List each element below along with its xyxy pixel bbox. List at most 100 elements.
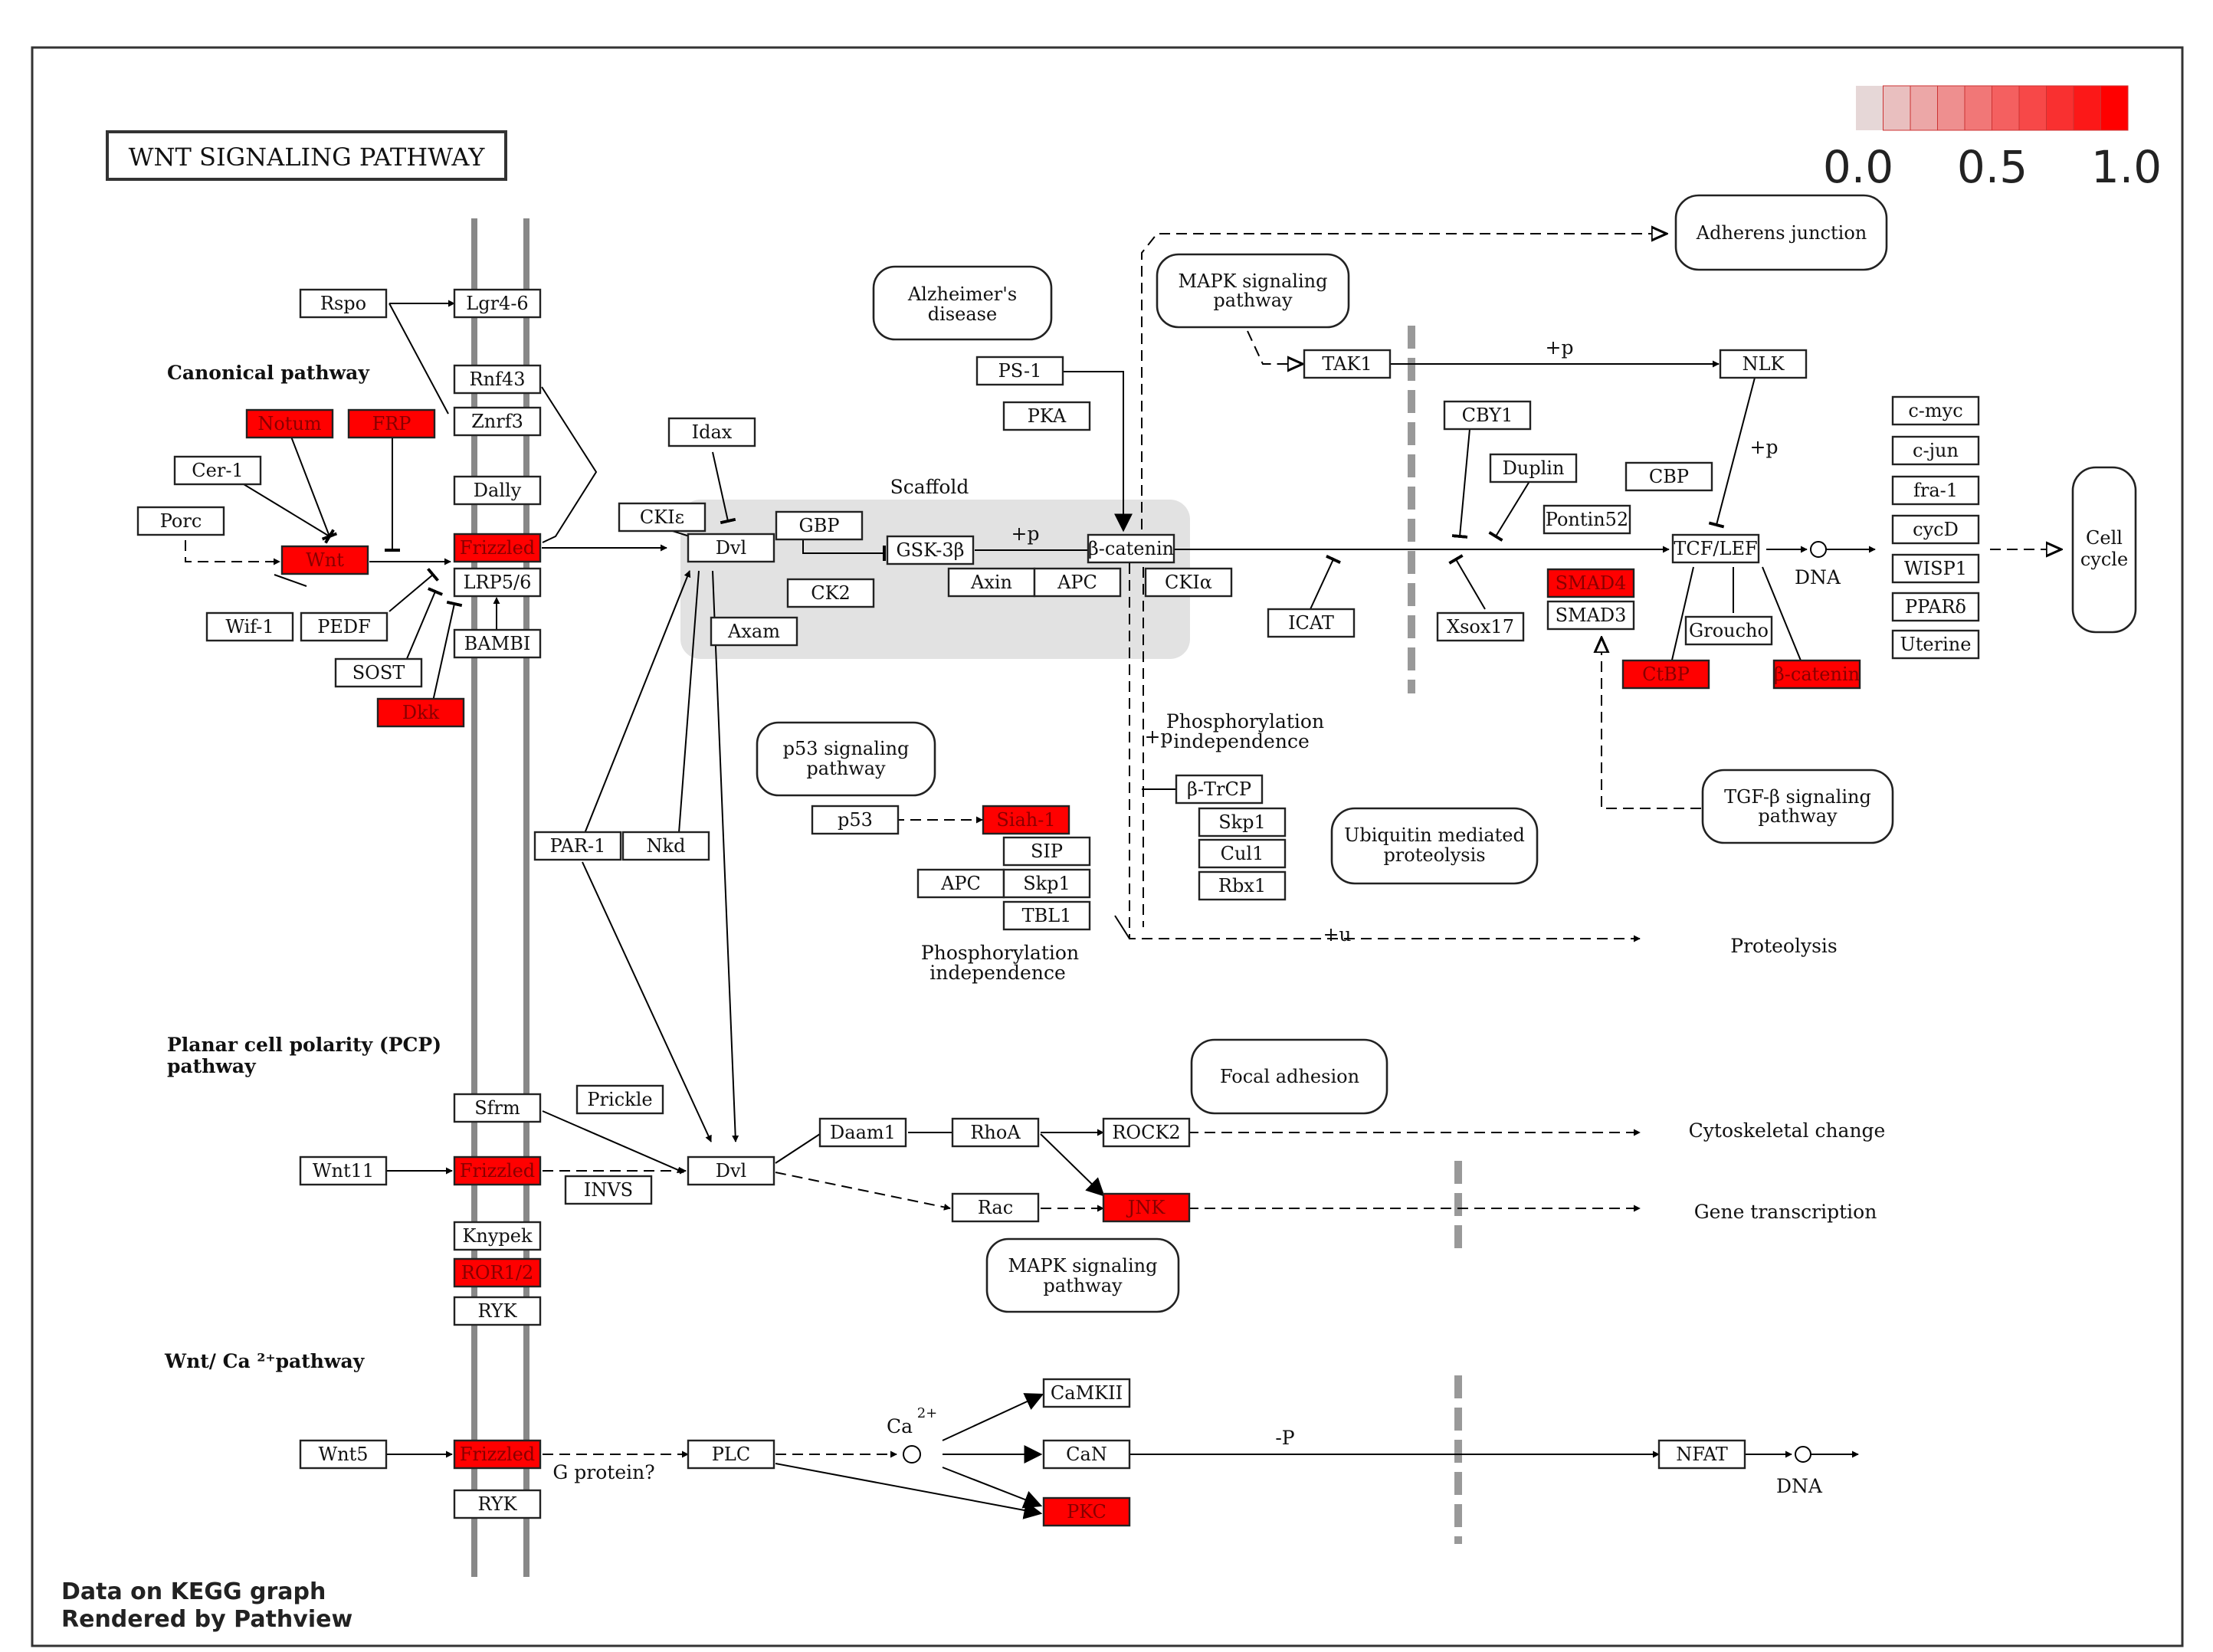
node-dvl2[interactable]: Dvl [687,1155,775,1186]
node-icat[interactable]: ICAT [1267,608,1356,638]
node-sip[interactable]: SIP [1002,836,1091,867]
node-idax[interactable]: Idax [667,417,756,447]
node-kremen[interactable]: Knypek [453,1221,542,1251]
node-rnf43[interactable]: Rnf43 [453,364,542,395]
node-znrf3[interactable]: Znrf3 [453,406,542,437]
node-axin[interactable]: Axin [947,567,1036,598]
node-xsox[interactable]: Xsox17 [1436,611,1525,642]
node-apc1[interactable]: APC [1033,567,1122,598]
node-ryk1[interactable]: RYK [453,1296,542,1326]
node-sost[interactable]: SOST [334,657,423,688]
node-plc[interactable]: PLC [687,1439,775,1470]
node-nlk[interactable]: NLK [1719,349,1808,379]
node-ror[interactable]: ROR1/2 [453,1257,542,1288]
node-jnk[interactable]: JNK [1102,1192,1191,1223]
ref-mapk-2[interactable]: MAPK signaling pathway [985,1237,1180,1313]
node-notum[interactable]: Notum [245,408,334,439]
node-wnt[interactable]: Wnt [280,545,369,575]
node-rbx1[interactable]: Rbx1 [1198,870,1287,901]
node-p53[interactable]: p53 [811,805,900,835]
node-cjun[interactable]: c-jun [1891,435,1980,466]
node-skp1a[interactable]: Skp1 [1002,868,1091,899]
node-tcflef[interactable]: TCF/LEF [1671,533,1760,564]
node-cby1[interactable]: CBY1 [1443,400,1532,431]
node-rock2[interactable]: ROCK2 [1102,1117,1191,1148]
node-frizzled3[interactable]: Frizzled [453,1439,542,1470]
node-dvl1[interactable]: Dvl [687,533,775,563]
node-frizzled2[interactable]: Frizzled [453,1155,542,1186]
node-box-ppard [1891,592,1980,622]
node-wisp1[interactable]: WISP1 [1891,553,1980,584]
node-wif1[interactable]: Wif-1 [205,611,294,642]
node-dkk[interactable]: Dkk [376,697,465,728]
node-cer1[interactable]: Cer-1 [173,455,262,486]
node-wnt11[interactable]: Wnt11 [299,1155,388,1186]
node-ck2[interactable]: CK2 [786,578,875,608]
node-gsk3b[interactable]: GSK-3β [886,535,975,565]
node-cycd[interactable]: cycD [1891,514,1980,545]
node-cmyc[interactable]: c-myc [1891,395,1980,426]
ref-alzheimers[interactable]: Alzheimer's disease [872,265,1053,341]
node-cul1[interactable]: Cul1 [1198,838,1287,869]
node-box-pedf [300,611,389,642]
node-tak1[interactable]: TAK1 [1303,349,1392,379]
node-cbp2[interactable]: CtBP [1621,659,1710,690]
svg-text:disease: disease [928,303,997,325]
node-cbp1[interactable]: CBP [1625,461,1713,492]
node-par1[interactable]: PAR-1 [533,831,622,861]
node-rac[interactable]: Rac [951,1192,1040,1223]
node-pontin[interactable]: Pontin52 [1543,504,1631,535]
node-smad3[interactable]: SMAD3 [1546,600,1635,631]
node-apc2[interactable]: APC [916,868,1005,899]
node-porc[interactable]: Porc [136,506,225,536]
node-bcat1[interactable]: β-catenin [1087,533,1175,564]
ref-tgf-beta-signaling[interactable]: TGF-β signaling pathway [1701,769,1894,844]
node-duplin[interactable]: Duplin [1489,453,1578,483]
node-ckia[interactable]: CKIα [1144,567,1233,598]
node-rspo[interactable]: Rspo [299,288,388,319]
node-pedf[interactable]: PEDF [300,611,389,642]
node-groucho[interactable]: Groucho [1684,615,1773,646]
node-pka[interactable]: PKA [1002,401,1091,431]
node-ryk2[interactable]: RYK [453,1489,542,1519]
node-wnt5[interactable]: Wnt5 [299,1439,388,1470]
node-frp[interactable]: FRP [347,408,436,439]
node-pkc[interactable]: PKC [1042,1496,1131,1527]
node-fra1[interactable]: fra-1 [1891,475,1980,506]
ref-ubiquitin-proteolysis[interactable]: Ubiquitin mediated proteolysis [1330,807,1539,885]
node-lgr[interactable]: Lgr4-6 [453,288,542,319]
node-btrcp[interactable]: β-TrCP [1175,774,1264,805]
ref-cell-cycle[interactable]: Cell cycle [2071,466,2137,634]
node-sfrm[interactable]: Sfrm [453,1093,542,1123]
ref-mapk-1[interactable]: MAPK signaling pathway [1156,253,1350,329]
ref-adherens-junction[interactable]: Adherens junction [1674,194,1888,271]
node-skp1b[interactable]: Skp1 [1198,807,1287,837]
node-nfat[interactable]: NFAT [1657,1439,1746,1470]
node-prickle[interactable]: Prickle [575,1084,664,1115]
ref-p53-signaling[interactable]: p53 signaling pathway [756,721,936,797]
node-invs[interactable]: INVS [564,1175,653,1205]
node-tbl1[interactable]: TBL1 [1002,900,1091,931]
node-lrp[interactable]: LRP5/6 [453,567,542,598]
node-ckie[interactable]: CKIε [618,502,707,533]
node-camk2[interactable]: CaMKII [1042,1378,1131,1408]
color-scale-legend: 0.0 0.5 1.0 [1823,85,2162,193]
node-axam[interactable]: Axam [710,616,798,647]
node-bambi[interactable]: BAMBI [453,628,542,659]
node-can[interactable]: CaN [1042,1439,1131,1470]
node-smad4[interactable]: SMAD4 [1546,568,1635,598]
node-rhoa[interactable]: RhoA [951,1117,1040,1148]
node-gbp[interactable]: GBP [775,510,864,541]
ref-focal-adhesion[interactable]: Focal adhesion [1190,1038,1388,1115]
node-nkd[interactable]: Nkd [621,831,710,861]
node-label-daam1: Daam1 [830,1122,896,1143]
node-frizzled1[interactable]: Frizzled [453,533,542,563]
node-daam1[interactable]: Daam1 [818,1117,907,1148]
node-uterine[interactable]: Uterine [1891,629,1980,660]
node-siah1[interactable]: Siah-1 [982,805,1070,835]
node-bcat2[interactable]: β-catenin [1772,659,1861,690]
node-dally[interactable]: Dally [453,475,542,506]
node-ppard[interactable]: PPARδ [1891,592,1980,622]
scale-cell [1883,85,1911,131]
node-ps1[interactable]: PS-1 [975,356,1064,386]
